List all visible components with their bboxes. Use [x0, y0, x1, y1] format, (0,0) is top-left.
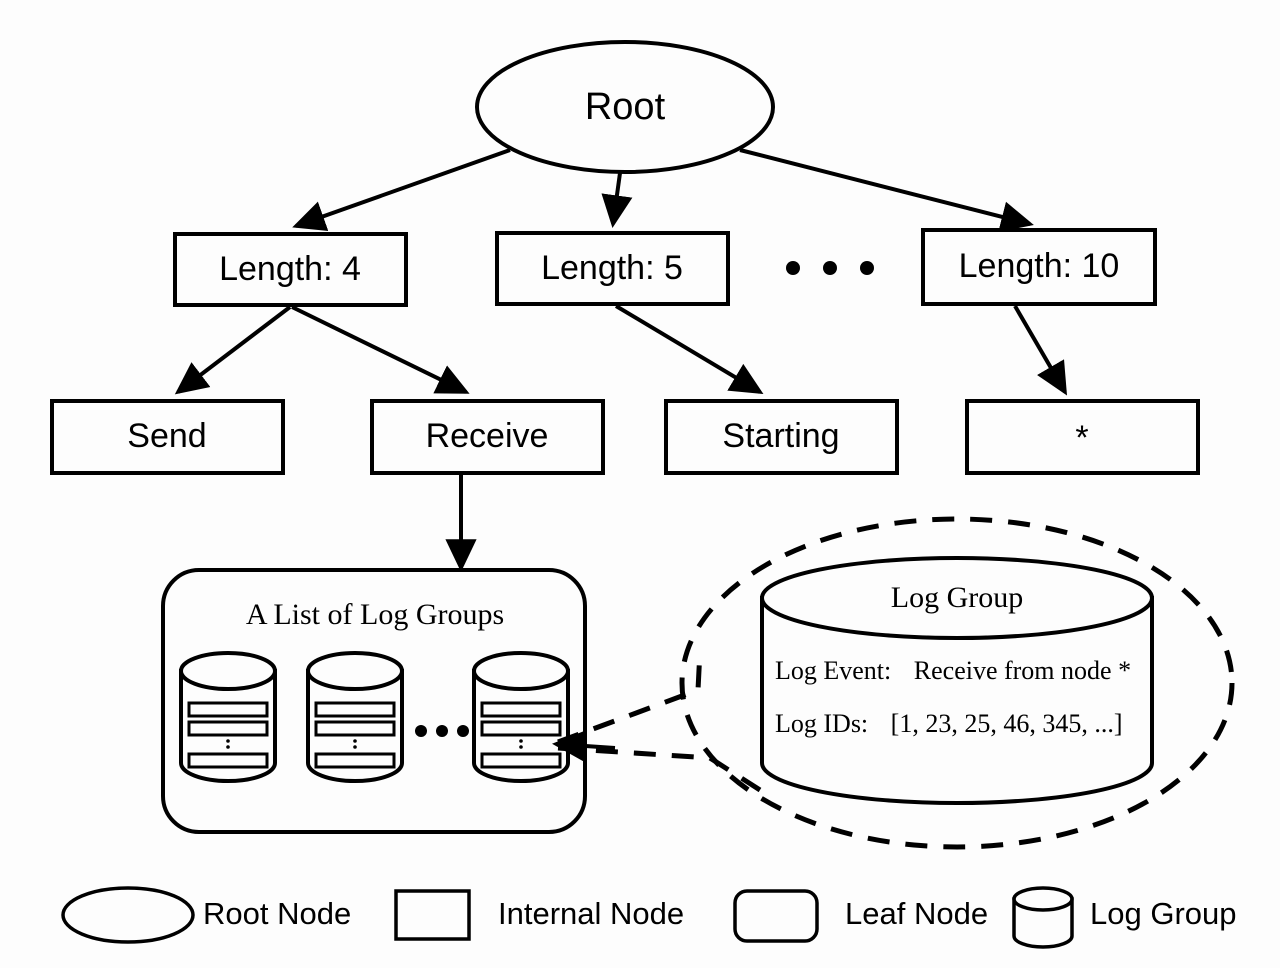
- internal-node-length-5-box: [495, 231, 730, 306]
- log-group-cylinder-2-row-1: [314, 701, 396, 718]
- log-group-cylinder-3-row-2: [480, 720, 562, 737]
- legend-leaf-node-label: Leaf Node: [845, 896, 988, 931]
- log-group-cylinder-2-vdot-2: [353, 745, 357, 749]
- leaf-node-wildcard-label: *: [1075, 419, 1088, 457]
- leaf-node-starting-label: Starting: [722, 417, 839, 455]
- edge-root-to-length10: [739, 148, 1034, 232]
- leaf-node-receive[interactable]: Receive: [370, 399, 605, 475]
- log-group-list-title: A List of Log Groups: [246, 598, 504, 631]
- legend-log-group-icon-body: [1012, 897, 1074, 949]
- list-ellipsis-dot-3: [457, 725, 469, 737]
- ellipsis-dot-3: [860, 261, 874, 275]
- log-group-list-container[interactable]: A List of Log Groups: [161, 568, 587, 834]
- leaf-node-starting[interactable]: Starting: [664, 399, 899, 475]
- log-group-detail-field-1: Log Event: Receive from node *: [775, 656, 1131, 685]
- internal-node-length-4-label: Length: 4: [219, 250, 361, 288]
- legend-root-node-icon: [61, 886, 195, 944]
- legend-item-leaf-node[interactable]: Leaf Node: [733, 889, 988, 943]
- leaf-node-receive-box: [370, 399, 605, 475]
- log-group-cylinder-3-top: [472, 651, 570, 691]
- edge-length10-to-wildcard: [1013, 304, 1068, 396]
- log-group-cylinder-1-vdot-1: [226, 739, 230, 743]
- internal-nodes-ellipsis: [786, 261, 874, 275]
- log-group-cylinder-3[interactable]: [472, 651, 570, 783]
- log-group-cylinder-2-row-3: [314, 752, 396, 769]
- internal-to-leaf-edges: [174, 304, 1068, 396]
- log-group-cylinder-1-top: [179, 651, 277, 691]
- leaf-node-send-box: [50, 399, 285, 475]
- log-group-detail-field-2: Log IDs: [1, 23, 25, 46, 345, ...]: [775, 709, 1123, 738]
- log-group-cylinder-1-row-3: [187, 752, 269, 769]
- log-group-detail-field-2-value: [1, 23, 25, 46, 345, ...]: [891, 709, 1123, 738]
- log-group-detail-cylinder[interactable]: Log Group Log Event: Receive from node *…: [760, 556, 1154, 805]
- legend-item-internal-node[interactable]: Internal Node: [394, 889, 684, 941]
- log-group-detail-top: [760, 556, 1154, 640]
- log-group-cylinder-2-top: [306, 651, 404, 691]
- log-group-detail-field-1-value: Receive from node *: [914, 656, 1131, 685]
- legend-root-node-label: Root Node: [203, 896, 351, 931]
- leaf-node-send[interactable]: Send: [50, 399, 285, 475]
- log-group-cylinder-1[interactable]: [179, 651, 277, 783]
- edge-root-to-length5: [601, 172, 633, 228]
- log-group-list-ellipsis: [415, 725, 469, 737]
- log-group-detail-title: Log Group: [891, 581, 1023, 614]
- legend-log-group-icon-top: [1012, 886, 1074, 912]
- legend-log-group-label: Log Group: [1090, 896, 1237, 931]
- log-group-detail-body: [760, 596, 1154, 805]
- legend-internal-node-icon: [394, 889, 471, 941]
- legend-internal-node-label: Internal Node: [498, 896, 684, 931]
- internal-node-length-5[interactable]: Length: 5: [495, 231, 730, 306]
- edge-length4-to-receive: [291, 305, 470, 394]
- internal-node-length-10[interactable]: Length: 10: [921, 228, 1157, 306]
- list-ellipsis-dot-1: [415, 725, 427, 737]
- internal-node-length-10-box: [921, 228, 1157, 306]
- log-group-detail-field-1-key: Log Event:: [775, 656, 891, 685]
- leaf-node-send-label: Send: [127, 417, 206, 455]
- ellipsis-dot-1: [786, 261, 800, 275]
- root-node-ellipse: [475, 40, 775, 174]
- leaf-node-wildcard[interactable]: *: [965, 399, 1200, 475]
- log-group-cylinder-1-vdot-2: [226, 745, 230, 749]
- legend-leaf-node-icon: [733, 889, 819, 943]
- leaf-node-receive-label: Receive: [426, 417, 549, 455]
- log-group-cylinder-1-row-2: [187, 720, 269, 737]
- callout-highlight-ellipse: [679, 516, 1235, 850]
- internal-node-length-4-box: [173, 232, 408, 307]
- leaf-node-wildcard-box: [965, 399, 1200, 475]
- root-node-label: Root: [585, 86, 666, 128]
- legend-item-log-group[interactable]: Log Group: [1012, 886, 1237, 949]
- log-group-cylinder-2-vdot-1: [353, 739, 357, 743]
- internal-node-length-10-label: Length: 10: [959, 247, 1120, 285]
- log-group-cylinder-1-row-1: [187, 701, 269, 718]
- internal-node-length-5-label: Length: 5: [541, 249, 683, 287]
- log-group-cylinder-3-vdot-2: [519, 745, 523, 749]
- callout-leader-upper: [557, 649, 703, 745]
- log-group-detail-field-2-key: Log IDs:: [775, 709, 868, 738]
- callout-leader-lower: [557, 745, 762, 793]
- ellipsis-dot-2: [823, 261, 837, 275]
- legend: Root Node Internal Node Leaf Node Log Gr…: [61, 886, 1237, 949]
- log-group-cylinder-3-row-3: [480, 752, 562, 769]
- log-group-cylinder-3-row-1: [480, 701, 562, 718]
- legend-item-root-node[interactable]: Root Node: [61, 886, 351, 944]
- root-to-internal-edges: [292, 148, 1034, 232]
- root-node[interactable]: Root: [475, 40, 775, 174]
- log-group-cylinder-3-vdot-1: [519, 739, 523, 743]
- edge-length4-to-send: [174, 305, 292, 395]
- internal-node-length-4[interactable]: Length: 4: [173, 232, 408, 307]
- edge-length5-to-starting: [614, 304, 764, 395]
- leaf-node-starting-box: [664, 399, 899, 475]
- callout-pointer-arrow: [552, 730, 616, 762]
- log-group-cylinder-2[interactable]: [306, 651, 404, 783]
- list-ellipsis-dot-2: [436, 725, 448, 737]
- log-group-cylinder-2-row-2: [314, 720, 396, 737]
- edge-root-to-length4: [292, 148, 511, 232]
